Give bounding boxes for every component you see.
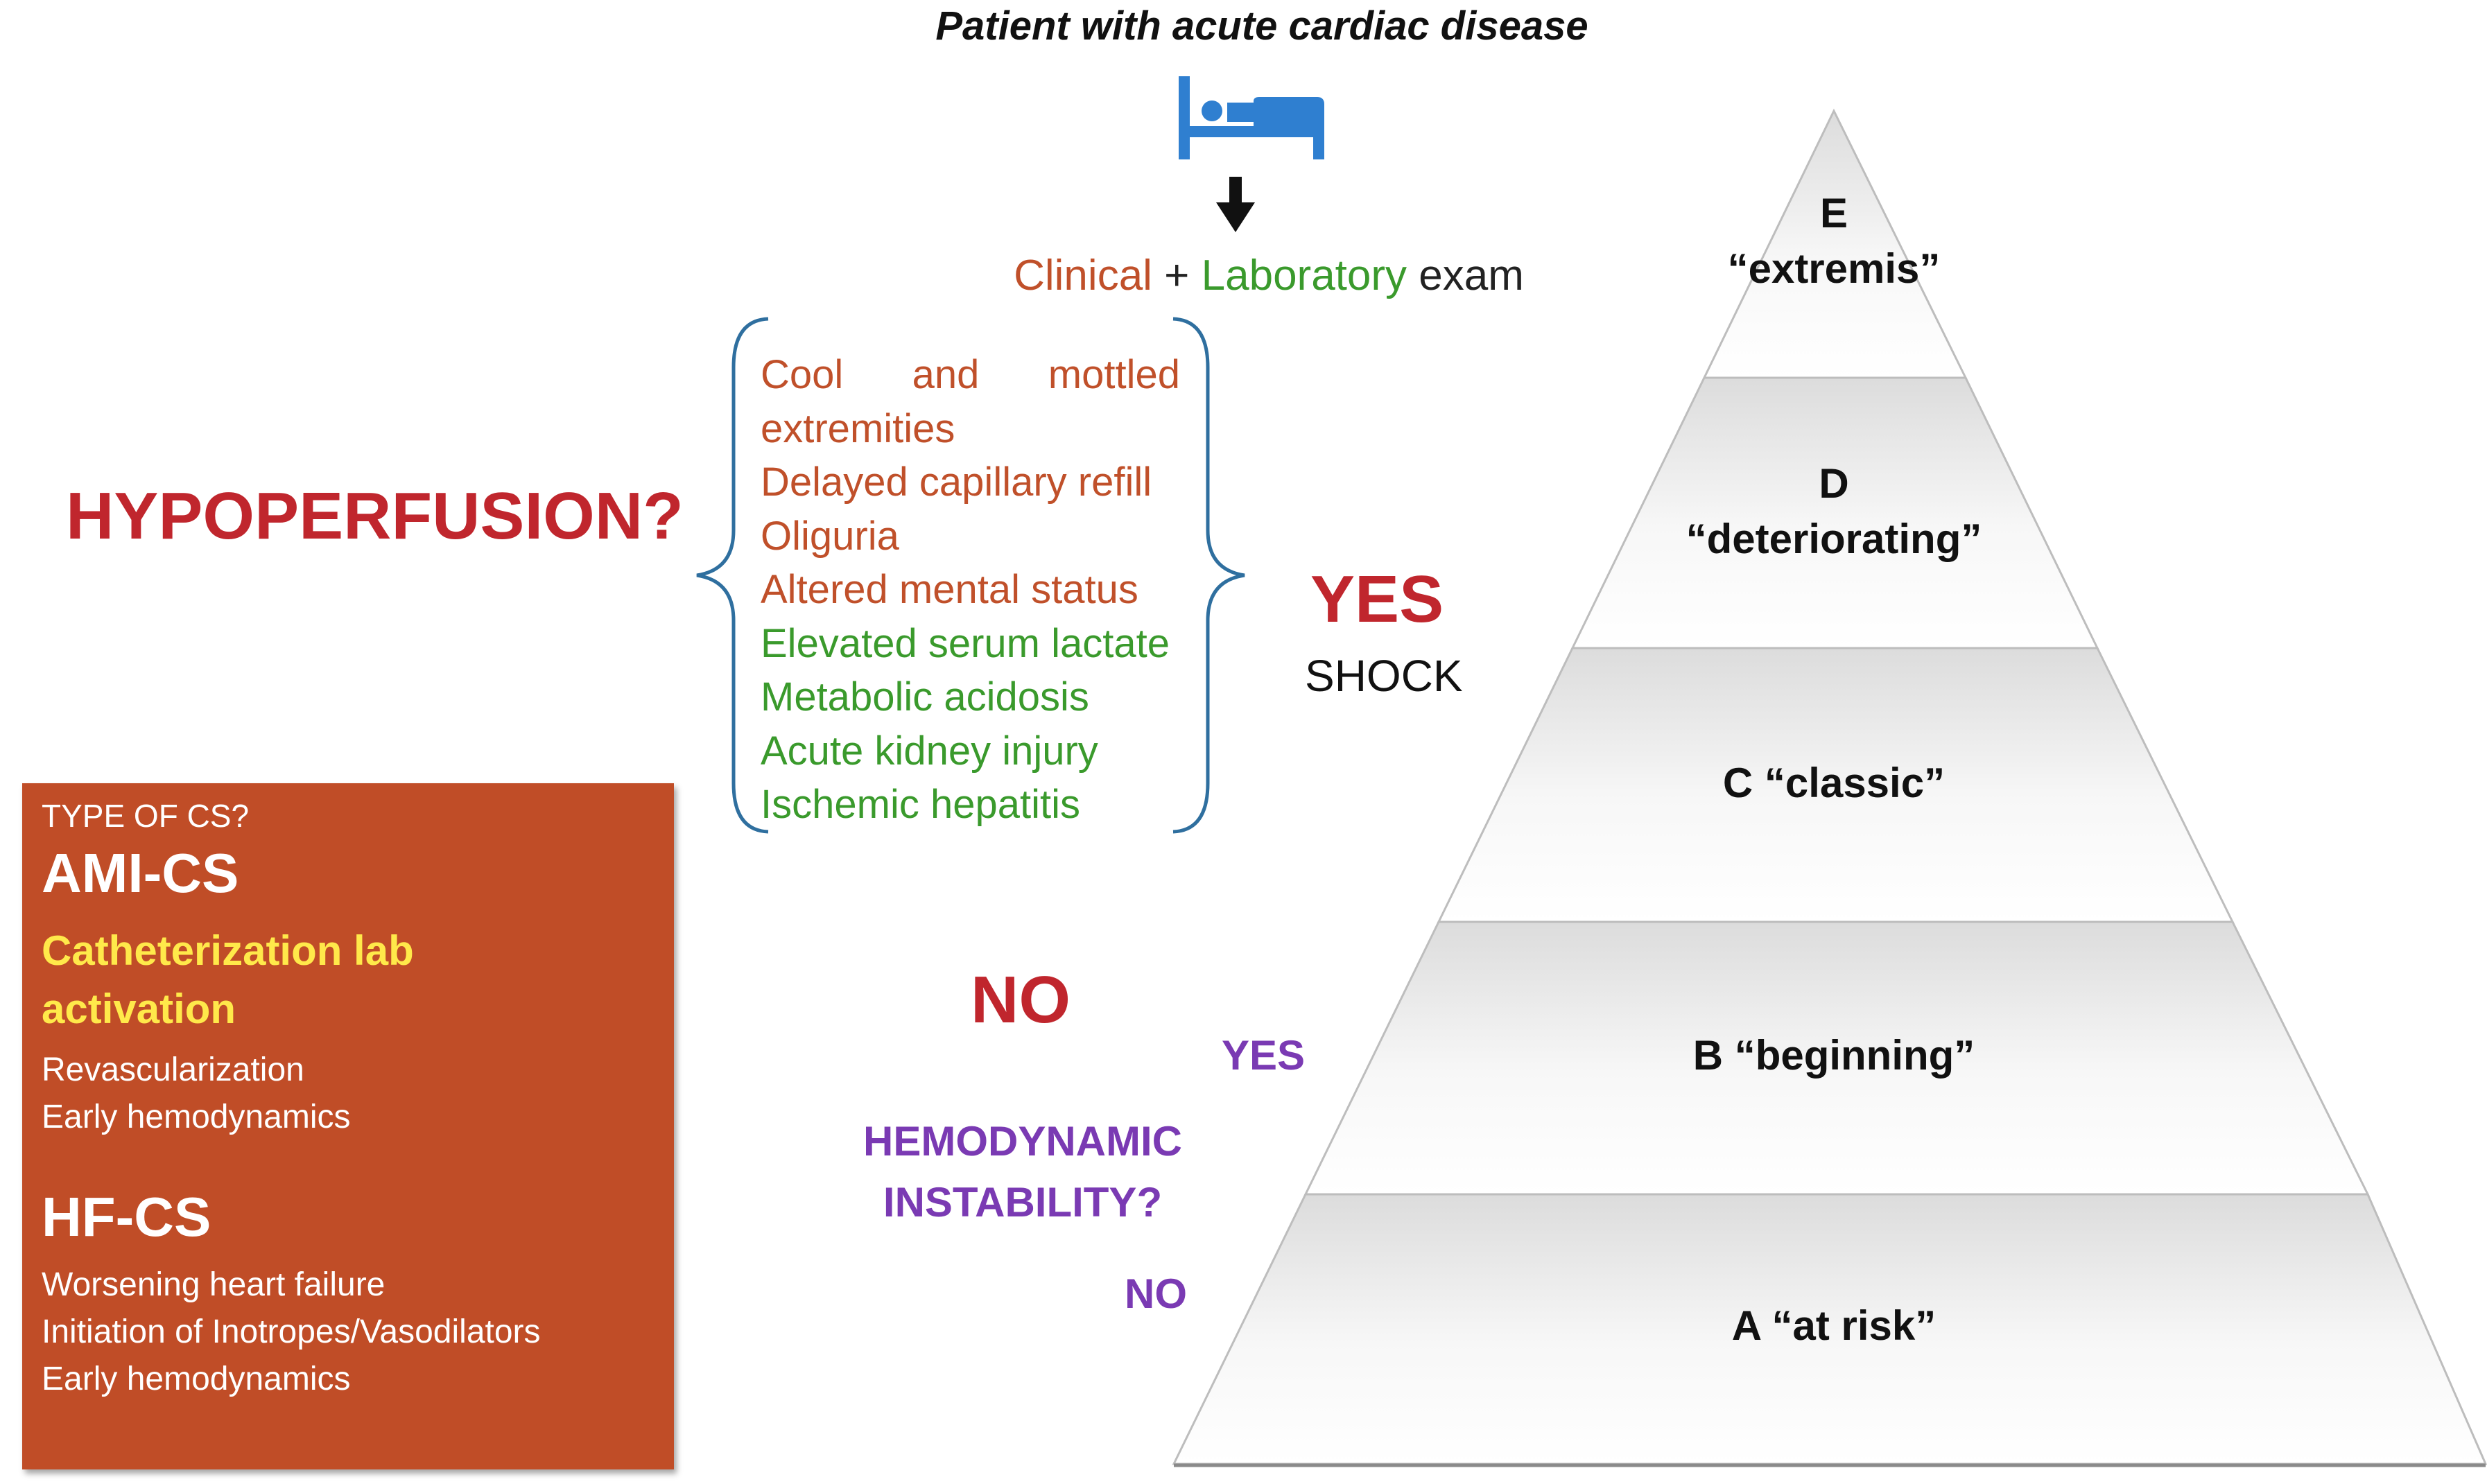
exam-word: exam bbox=[1407, 252, 1524, 299]
type-question: TYPE OF CS? bbox=[42, 798, 250, 834]
exam-heading: Clinical + Laboratory exam bbox=[922, 251, 1615, 300]
level-name: “extremis” bbox=[1727, 245, 1941, 292]
sign-item: Delayed capillary refill bbox=[761, 460, 1152, 505]
sign-item: Altered mental status bbox=[761, 567, 1138, 612]
page-title: Patient with acute cardiac disease bbox=[935, 3, 1588, 49]
type-of-cs-box: TYPE OF CS? AMI-CS Catheterization lab a… bbox=[22, 783, 674, 1469]
no-hemodynamic-label: NO bbox=[1125, 1271, 1187, 1317]
sign-item: Acute kidney injury bbox=[761, 728, 1098, 774]
sign-item: Elevated serum lactate bbox=[761, 620, 1170, 666]
pyramid-level-b-label: B “beginning” bbox=[1692, 1032, 1975, 1079]
pyramid bbox=[1172, 108, 2487, 1467]
sign-item: Cool and mottled bbox=[761, 348, 1180, 402]
signs-list: Cool and mottled extremities Delayed cap… bbox=[761, 348, 1180, 832]
ami-highlight-line: activation bbox=[42, 986, 236, 1032]
hospital-bed-icon bbox=[1179, 76, 1324, 159]
exam-clinical: Clinical bbox=[1014, 252, 1152, 299]
shock-label: SHOCK bbox=[1305, 651, 1463, 701]
ami-item: Early hemodynamics bbox=[42, 1099, 351, 1135]
level-letter: E bbox=[1819, 190, 1848, 236]
pyramid-level-d-label: D “deteriorating” bbox=[1626, 456, 2042, 567]
exam-laboratory: Laboratory bbox=[1201, 252, 1407, 299]
sign-item: extremities bbox=[761, 405, 955, 451]
yes-hemodynamic-label: YES bbox=[1222, 1032, 1306, 1079]
ami-cs-title: AMI-CS bbox=[42, 842, 239, 904]
left-brace bbox=[696, 317, 769, 834]
sign-word: and bbox=[912, 352, 980, 397]
yes-shock-label: YES bbox=[1310, 562, 1444, 636]
ami-highlight-line: Catheterization lab bbox=[42, 927, 414, 974]
level-name: “deteriorating” bbox=[1686, 516, 1982, 562]
arrow-down-icon bbox=[1216, 177, 1255, 232]
hypoperfusion-question: HYPOPERFUSION? bbox=[66, 479, 684, 553]
hf-item: Worsening heart failure bbox=[42, 1266, 385, 1303]
exam-plus: + bbox=[1152, 252, 1202, 299]
hf-item: Early hemodynamics bbox=[42, 1361, 351, 1397]
hf-cs-title: HF-CS bbox=[42, 1186, 211, 1248]
hemodynamic-instability-question: HEMODYNAMIC INSTABILITY? bbox=[832, 1111, 1213, 1233]
sign-item: Metabolic acidosis bbox=[761, 674, 1089, 719]
hemodynamic-line: INSTABILITY? bbox=[883, 1179, 1163, 1225]
sign-word: mottled bbox=[1048, 352, 1180, 397]
right-brace bbox=[1172, 317, 1245, 834]
no-shock-label: NO bbox=[971, 963, 1071, 1037]
sign-item: Oliguria bbox=[761, 513, 899, 559]
hemodynamic-line: HEMODYNAMIC bbox=[863, 1118, 1182, 1164]
pyramid-level-e-label: E “extremis” bbox=[1626, 186, 2042, 297]
pyramid-level-c-label: C “classic” bbox=[1722, 760, 1946, 806]
sign-word: Cool bbox=[761, 352, 844, 397]
sign-item: Ischemic hepatitis bbox=[761, 782, 1080, 827]
pyramid-level-a-label: A “at risk” bbox=[1731, 1302, 1936, 1349]
ami-item: Revascularization bbox=[42, 1051, 304, 1088]
hf-item: Initiation of Inotropes/Vasodilators bbox=[42, 1313, 541, 1350]
level-letter: D bbox=[1819, 460, 1849, 507]
